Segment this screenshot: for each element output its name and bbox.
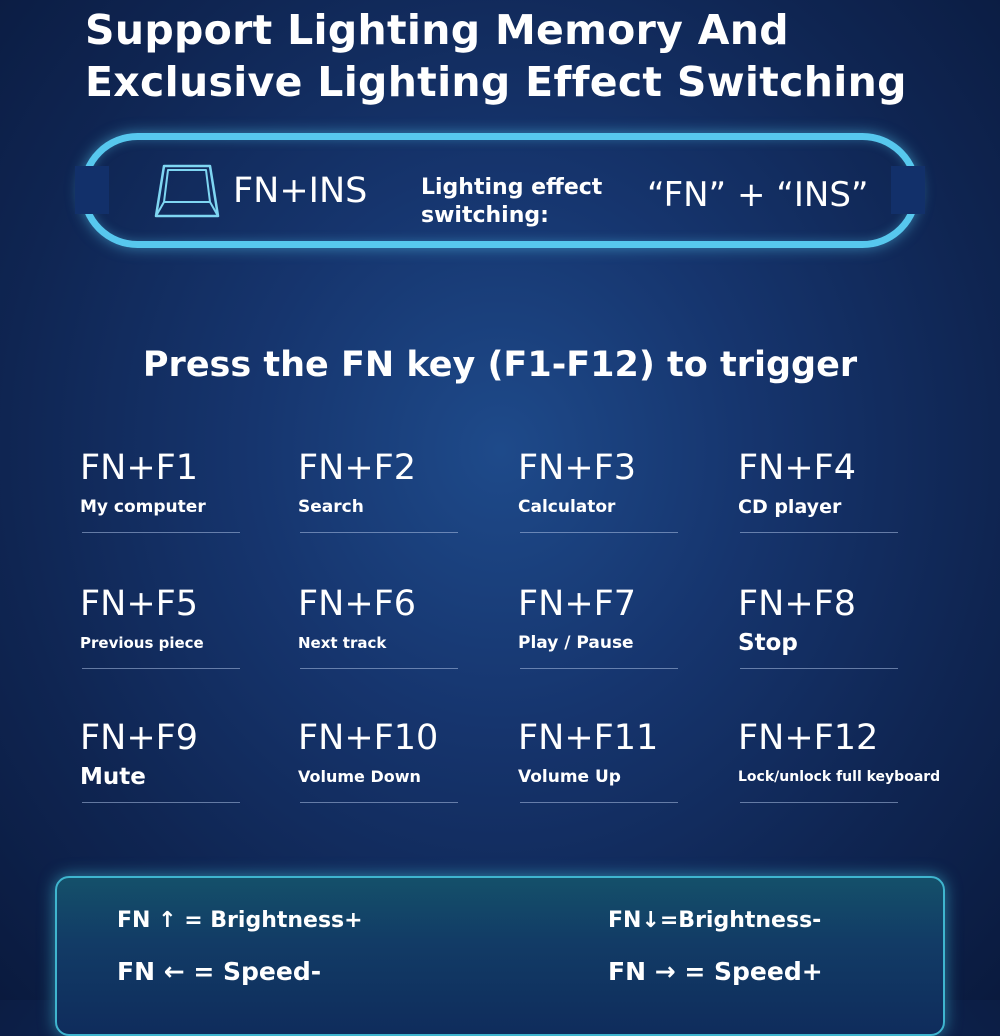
fn-key-label: FN+F12 xyxy=(738,718,879,758)
fn-key-description: My computer xyxy=(80,497,206,517)
fn-key-description: Volume Down xyxy=(298,767,421,786)
fn-key-divider xyxy=(300,802,458,803)
fn-key-divider xyxy=(300,532,458,533)
fn-key-item: FN+F7 Play / Pause xyxy=(518,582,718,682)
lighting-key-combo: FN+INS xyxy=(233,171,368,211)
fn-key-label: FN+F2 xyxy=(298,448,417,488)
fn-key-label: FN+F3 xyxy=(518,448,637,488)
brightness-up-hint: FN ↑ = Brightness+ xyxy=(117,908,363,933)
fn-key-divider xyxy=(300,668,458,669)
lighting-switch-formula: “FN” + “INS” xyxy=(647,175,869,215)
fn-key-label: FN+F9 xyxy=(80,718,199,758)
fn-key-description: CD player xyxy=(738,496,842,518)
lighting-switch-label: Lighting effect switching: xyxy=(421,174,602,230)
headline-line-2: Exclusive Lighting Effect Switching xyxy=(85,58,907,106)
lighting-switch-banner: FN+INS Lighting effect switching: “FN” +… xyxy=(75,133,925,248)
headline: Support Lighting Memory And Exclusive Li… xyxy=(85,4,965,108)
fn-key-divider xyxy=(82,802,240,803)
speed-down-hint: FN ← = Speed- xyxy=(117,957,322,986)
headline-line-1: Support Lighting Memory And xyxy=(85,6,789,54)
fn-key-item: FN+F11 Volume Up xyxy=(518,716,718,816)
brightness-down-hint: FN↓=Brightness- xyxy=(608,908,822,933)
fn-key-description: Search xyxy=(298,497,364,517)
brightness-speed-panel: FN ↑ = Brightness+ FN↓=Brightness- FN ← … xyxy=(55,876,945,1036)
fn-key-description: Next track xyxy=(298,634,387,652)
fn-key-description: Lock/unlock full keyboard xyxy=(738,769,941,785)
fn-key-label: FN+F8 xyxy=(738,584,857,624)
fn-key-description: Previous piece xyxy=(80,634,204,652)
fn-key-item: FN+F6 Next track xyxy=(298,582,498,682)
fn-key-label: FN+F4 xyxy=(738,448,857,488)
fn-key-divider xyxy=(520,802,678,803)
fn-key-description: Play / Pause xyxy=(518,633,634,653)
fn-key-divider xyxy=(520,532,678,533)
fn-key-divider xyxy=(520,668,678,669)
fn-key-label: FN+F7 xyxy=(518,584,637,624)
fn-key-label: FN+F6 xyxy=(298,584,417,624)
fn-key-item: FN+F3 Calculator xyxy=(518,446,718,546)
fn-key-divider xyxy=(740,802,898,803)
fn-key-divider xyxy=(82,668,240,669)
lighting-switch-label-line-2: switching: xyxy=(421,203,549,228)
fn-key-item: FN+F2 Search xyxy=(298,446,498,546)
fn-key-divider xyxy=(740,668,898,669)
fn-key-description: Mute xyxy=(80,764,146,790)
fn-key-divider xyxy=(740,532,898,533)
banner-right-notch xyxy=(891,166,925,214)
fn-key-item: FN+F12 Lock/unlock full keyboard xyxy=(738,716,941,816)
banner-left-notch xyxy=(75,166,109,214)
fn-key-item: FN+F4 CD player xyxy=(738,446,938,546)
fn-key-item: FN+F1 My computer xyxy=(80,446,280,546)
fn-key-label: FN+F11 xyxy=(518,718,659,758)
fn-section-heading: Press the FN key (F1-F12) to trigger xyxy=(142,345,858,385)
fn-key-label: FN+F10 xyxy=(298,718,439,758)
lighting-switch-label-line-1: Lighting effect xyxy=(421,175,603,200)
fn-key-description: Calculator xyxy=(518,497,616,517)
speed-up-hint: FN → = Speed+ xyxy=(608,957,823,986)
fn-key-description: Volume Up xyxy=(518,767,621,787)
keycap-icon xyxy=(154,164,220,218)
fn-key-item: FN+F5 Previous piece xyxy=(80,582,280,682)
fn-key-description: Stop xyxy=(738,630,798,656)
fn-key-divider xyxy=(82,532,240,533)
fn-key-label: FN+F1 xyxy=(80,448,199,488)
fn-key-item: FN+F10 Volume Down xyxy=(298,716,498,816)
fn-key-label: FN+F5 xyxy=(80,584,199,624)
fn-key-item: FN+F9 Mute xyxy=(80,716,280,816)
fn-key-item: FN+F8 Stop xyxy=(738,582,938,682)
